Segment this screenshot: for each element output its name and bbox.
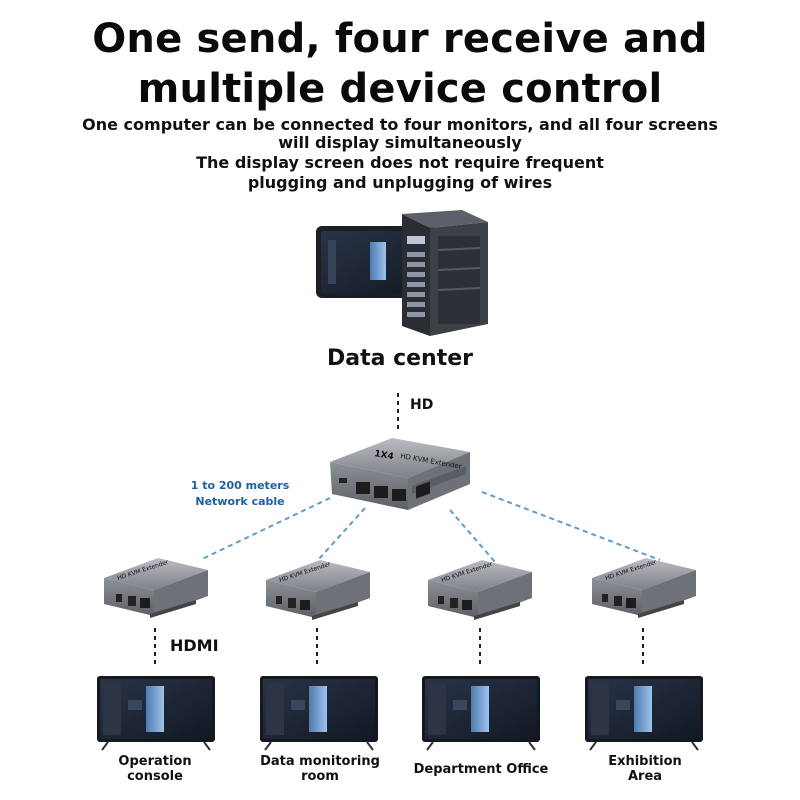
- display-1-label-line-2: console: [127, 769, 183, 784]
- network-link-3: [449, 509, 496, 563]
- display-2: [260, 676, 378, 751]
- receiver-device-2: [266, 560, 370, 620]
- display-2-label-line-2: room: [301, 769, 339, 784]
- title-line-2: multiple device control: [137, 66, 663, 112]
- server-rack-icon: [402, 210, 488, 336]
- display-1-server-icon: [146, 686, 164, 732]
- display-4: [585, 676, 703, 751]
- title-line-1: One send, four receive and: [92, 16, 708, 62]
- hd-label: HD: [410, 397, 434, 413]
- tablet-server-icon: [370, 242, 386, 280]
- network-label-line-1: 1 to 200 meters: [190, 479, 290, 492]
- subtitle-line-3: The display screen does not require freq…: [196, 153, 604, 172]
- receiver-device-3: [428, 560, 532, 620]
- hdmi-label: HDMI: [170, 636, 219, 655]
- subtitle-line-4: plugging and unplugging of wires: [247, 173, 553, 192]
- display-3-server-icon: [471, 686, 489, 732]
- rj45-port-1-icon: [356, 482, 370, 494]
- network-link-2: [317, 507, 366, 561]
- display-1-label-line-1: Operation: [118, 754, 192, 769]
- display-2-server-icon: [309, 686, 327, 732]
- transmitter-device: [330, 438, 470, 510]
- network-link-4: [481, 491, 661, 561]
- network-links: [199, 491, 661, 563]
- network-label-line-2: Network cable: [195, 495, 285, 508]
- receiver-device-4: [592, 558, 696, 618]
- display-1: [97, 676, 215, 751]
- receiver-device-1: [104, 558, 208, 618]
- display-4-label-line-2: Area: [627, 769, 663, 784]
- subtitle-line-2: will display simultaneously: [278, 133, 522, 152]
- display-4-label-line-1: Exhibition: [608, 754, 682, 769]
- transmitter-badge: 1X4: [373, 449, 394, 462]
- rj45-port-2-icon: [374, 486, 388, 498]
- hdmi-links: [154, 628, 644, 666]
- data-center-illustration: [316, 210, 488, 336]
- display-2-label-line-1: Data monitoring: [260, 754, 380, 769]
- network-link-1: [199, 497, 331, 561]
- display-4-server-icon: [634, 686, 652, 732]
- display-3-label-line-1: Department Office: [413, 762, 549, 777]
- display-3: [422, 676, 540, 751]
- rj45-port-4-icon: [416, 481, 430, 499]
- rj45-port-3-icon: [392, 489, 406, 501]
- subtitle-line-1: One computer can be connected to four mo…: [82, 115, 718, 134]
- data-center-label: Data center: [326, 346, 474, 371]
